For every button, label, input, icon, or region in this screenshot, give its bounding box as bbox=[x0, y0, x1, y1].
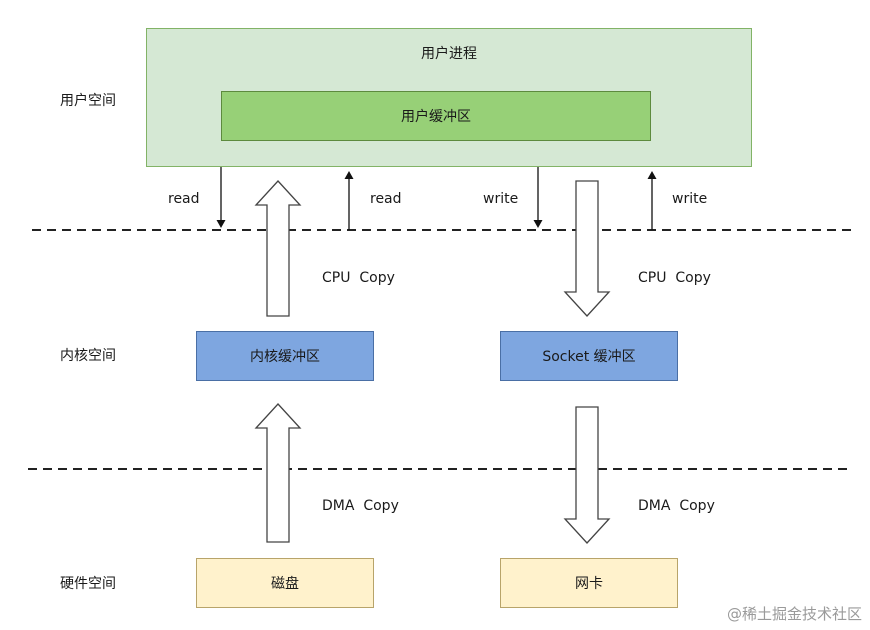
dma-copy-up-arrow bbox=[254, 403, 302, 543]
read-call-arrowhead bbox=[216, 220, 226, 228]
nic-box: 网卡 bbox=[500, 558, 678, 608]
user-process-label: 用户进程 bbox=[421, 46, 477, 62]
dma-copy-down-arrow bbox=[563, 406, 611, 544]
cpu-copy-up-arrow bbox=[254, 180, 302, 317]
kernel-space-label: 内核空间 bbox=[60, 348, 116, 364]
nic-label: 网卡 bbox=[575, 576, 603, 592]
dma-copy-left-label: DMA Copy bbox=[322, 498, 399, 514]
read-call-label: read bbox=[168, 191, 200, 207]
write-call-arrowhead bbox=[533, 220, 543, 228]
dma-copy-right-label: DMA Copy bbox=[638, 498, 715, 514]
socket-buffer-label: Socket 缓冲区 bbox=[542, 349, 636, 365]
hardware-space-label: 硬件空间 bbox=[60, 576, 116, 592]
write-return-arrowhead bbox=[647, 171, 657, 179]
cpu-copy-down-arrow bbox=[563, 180, 611, 317]
kernel-buffer-label: 内核缓冲区 bbox=[250, 349, 320, 365]
cpu-copy-right-label: CPU Copy bbox=[638, 270, 711, 286]
cpu-copy-left-label: CPU Copy bbox=[322, 270, 395, 286]
read-return-label: read bbox=[370, 191, 402, 207]
disk-label: 磁盘 bbox=[271, 576, 299, 592]
read-return-arrowhead bbox=[344, 171, 354, 179]
user-buffer-box: 用户缓冲区 bbox=[221, 91, 651, 141]
socket-buffer-box: Socket 缓冲区 bbox=[500, 331, 678, 381]
disk-box: 磁盘 bbox=[196, 558, 374, 608]
kernel-buffer-box: 内核缓冲区 bbox=[196, 331, 374, 381]
user-buffer-label: 用户缓冲区 bbox=[401, 109, 471, 125]
user-space-label: 用户空间 bbox=[60, 93, 116, 109]
write-call-label: write bbox=[483, 191, 519, 207]
watermark: @稀土掘金技术社区 bbox=[726, 605, 862, 623]
write-return-label: write bbox=[672, 191, 708, 207]
